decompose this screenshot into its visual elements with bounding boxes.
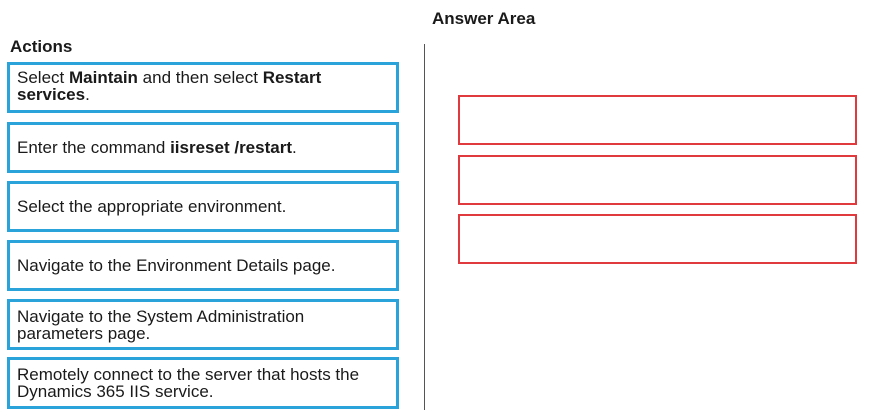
- action-keyword: Restart services: [17, 68, 322, 104]
- action-item-4[interactable]: Navigate to the Environment Details page…: [7, 240, 399, 291]
- action-item-label: Navigate to the Environment Details page…: [17, 257, 335, 274]
- answer-slot-1[interactable]: [458, 95, 857, 145]
- action-item-label: Navigate to the System Administration pa…: [17, 308, 389, 342]
- action-text: Select: [17, 68, 69, 87]
- action-item-label: Select the appropriate environment.: [17, 198, 286, 215]
- action-item-label: Select Maintain and then select Restart …: [17, 69, 389, 103]
- action-text: .: [85, 85, 90, 104]
- action-keyword: Maintain: [68, 68, 138, 87]
- action-keyword: iisreset /restart: [170, 138, 292, 157]
- action-item-label: Remotely connect to the server that host…: [17, 366, 389, 400]
- answer-slot-3[interactable]: [458, 214, 857, 264]
- action-item-2[interactable]: Enter the command iisreset /restart.: [7, 122, 399, 173]
- actions-title: Actions: [10, 37, 73, 56]
- action-item-1[interactable]: Select Maintain and then select Restart …: [7, 62, 399, 113]
- answer-area-title: Answer Area: [432, 9, 536, 28]
- action-text: Navigate to the System Administration pa…: [17, 306, 305, 343]
- action-item-5[interactable]: Navigate to the System Administration pa…: [7, 299, 399, 350]
- action-text: and then select: [137, 68, 263, 87]
- answer-slot-2[interactable]: [458, 155, 857, 205]
- action-text: Navigate to the Environment Details page…: [17, 256, 336, 275]
- action-text: Enter the command: [17, 138, 171, 157]
- action-text: Remotely connect to the server that host…: [17, 365, 360, 401]
- action-item-3[interactable]: Select the appropriate environment.: [7, 181, 399, 232]
- action-text: .: [291, 138, 297, 157]
- action-text: Select the appropriate environment.: [17, 197, 287, 216]
- column-divider: [424, 44, 425, 410]
- action-item-6[interactable]: Remotely connect to the server that host…: [7, 357, 399, 409]
- action-item-label: Enter the command iisreset /restart.: [17, 139, 297, 156]
